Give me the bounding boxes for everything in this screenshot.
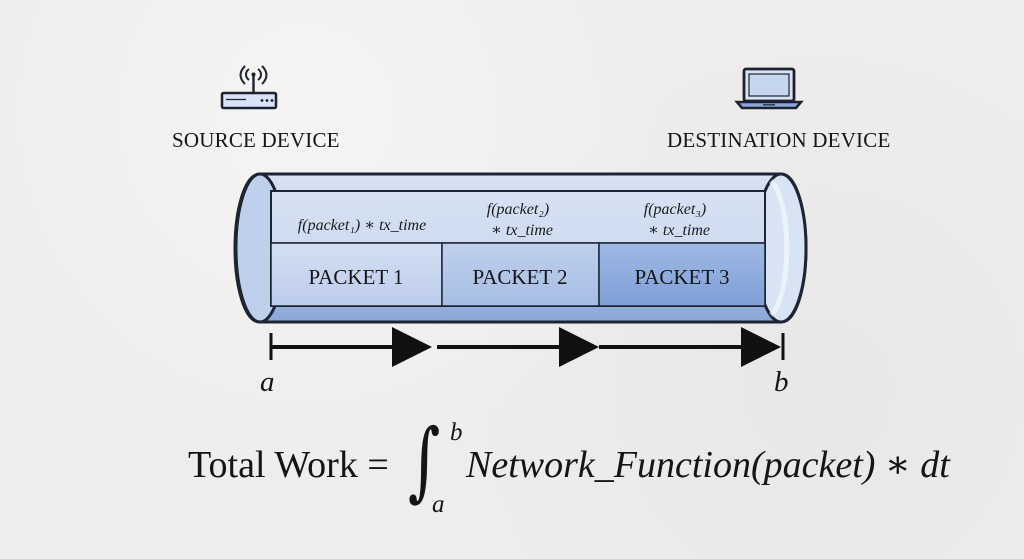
integrand-expression: Network_Function(packet) ∗ dt: [466, 444, 950, 486]
total-work-label: Total Work =: [188, 444, 389, 486]
packet-1-work-formula: f(packet₁) ∗ tx_time: [298, 217, 426, 234]
integration-end-label: b: [774, 366, 789, 398]
router-icon: [218, 64, 278, 112]
integral-lower-limit: a: [432, 491, 445, 518]
packet-1-label: PACKET 1: [308, 265, 403, 289]
packet-3: PACKET 3 f(packet₃) ∗ tx_time: [598, 201, 766, 307]
packet-3-work-formula-line-2: ∗ tx_time: [648, 222, 710, 239]
laptop-icon: [734, 66, 804, 110]
integration-start-label: a: [260, 366, 275, 398]
integral-upper-limit: b: [450, 419, 463, 446]
packet-2-work-formula-line-2: ∗ tx_time: [491, 222, 553, 239]
packet-2-work-formula-line-1: f(packet₂): [487, 201, 549, 218]
destination-device-label: DESTINATION DEVICE: [667, 128, 891, 152]
packet-3-label: PACKET 3: [634, 265, 729, 289]
packet-2: PACKET 2 f(packet₂) ∗ tx_time: [441, 201, 600, 307]
packet-1: PACKET 1 f(packet₁) ∗ tx_time: [270, 217, 443, 307]
time-axis: [269, 327, 785, 367]
source-device-label: SOURCE DEVICE: [172, 128, 340, 152]
packet-2-label: PACKET 2: [472, 265, 567, 289]
packet-3-work-formula-line-1: f(packet₃): [644, 201, 706, 218]
integral-symbol: ∫: [408, 411, 441, 511]
